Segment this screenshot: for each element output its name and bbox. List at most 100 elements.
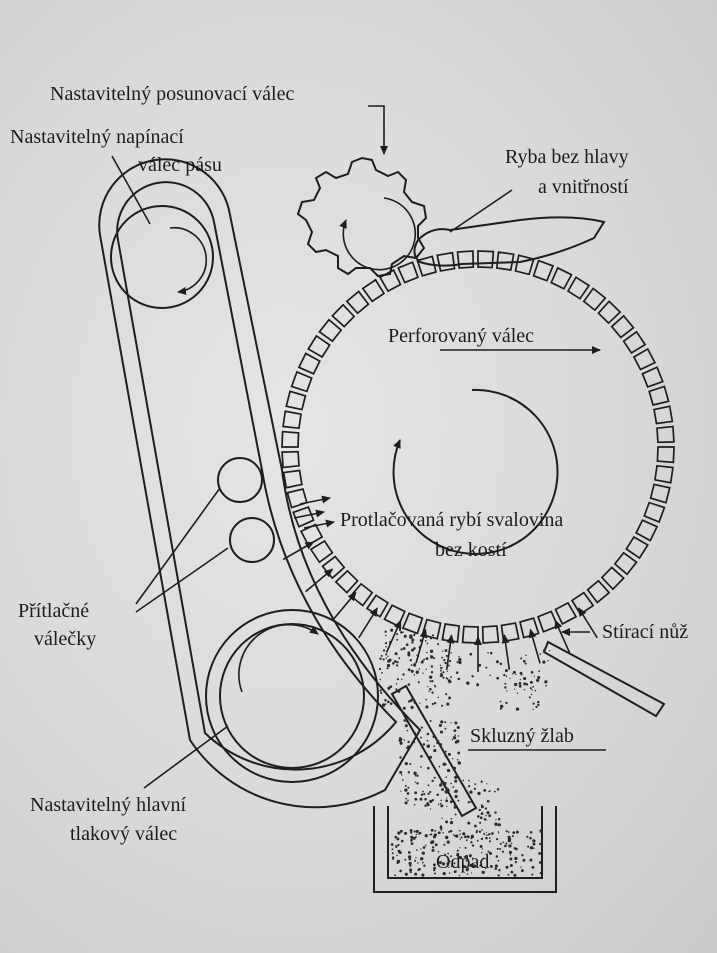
particle (406, 729, 409, 732)
extrusion-arrow (332, 591, 357, 620)
particle (421, 851, 425, 855)
particle (485, 819, 487, 821)
particle (394, 660, 397, 662)
particle (396, 678, 399, 681)
particle (407, 855, 412, 859)
particle (414, 859, 416, 862)
particle (454, 721, 458, 725)
particle (426, 732, 430, 736)
particle (396, 638, 399, 641)
particle (410, 669, 414, 673)
particle (442, 872, 446, 876)
particle (422, 660, 424, 662)
drum-cell (331, 303, 356, 328)
particle (436, 793, 439, 797)
particle (388, 658, 392, 662)
particle (379, 657, 382, 661)
particle (410, 831, 413, 834)
particle (505, 830, 508, 833)
particle (482, 857, 485, 860)
particle (444, 750, 447, 753)
particle (487, 850, 490, 853)
particle (413, 803, 416, 806)
extrusion-arrow (445, 634, 455, 670)
particle (476, 683, 479, 687)
particle (438, 765, 441, 768)
particle (387, 700, 390, 704)
particle (542, 660, 546, 664)
particle (480, 812, 484, 815)
particle (409, 762, 412, 766)
particle (534, 689, 537, 692)
particle (444, 755, 447, 758)
particle (485, 834, 488, 836)
particle (386, 663, 391, 668)
particle (485, 836, 488, 840)
particle (511, 673, 514, 675)
label-pressure-rollers-2: válečky (34, 628, 96, 650)
particle (494, 811, 497, 814)
particle (504, 844, 507, 848)
drum-cell (570, 591, 595, 616)
particle (543, 649, 545, 652)
particle (397, 843, 400, 847)
particle (396, 633, 399, 636)
particle (391, 856, 395, 859)
particle (456, 661, 459, 664)
drum-cell (345, 290, 370, 315)
particle (454, 779, 458, 783)
particle (398, 851, 402, 855)
particle (407, 799, 409, 802)
particle (549, 649, 551, 652)
label-waste: Odpad (436, 851, 489, 873)
particle (420, 766, 422, 768)
particle (407, 740, 410, 744)
particle (488, 851, 493, 855)
particle (441, 862, 446, 866)
particle (433, 776, 436, 779)
drum-cell (441, 623, 461, 643)
particle (441, 788, 444, 791)
particle (443, 781, 447, 786)
particle (411, 698, 413, 701)
drum-cell (281, 450, 300, 469)
particle (431, 634, 435, 637)
particle (466, 873, 469, 875)
particle (425, 657, 429, 661)
particle (449, 820, 454, 825)
particle (458, 855, 463, 860)
particle (535, 705, 538, 709)
particle (450, 830, 453, 833)
particle (407, 745, 410, 749)
pressure-rollers (217, 457, 275, 563)
particle (494, 867, 498, 870)
particle (452, 834, 454, 836)
particle (452, 786, 455, 788)
extrusion-arrow (282, 541, 315, 561)
drum-cell (495, 251, 515, 271)
particle (457, 761, 461, 765)
particle (395, 845, 398, 848)
particle (499, 707, 502, 710)
particle (441, 656, 444, 659)
particle (411, 648, 414, 652)
particle (438, 723, 442, 727)
particle (410, 705, 414, 709)
particle (399, 869, 402, 873)
particle (424, 844, 427, 847)
particle (532, 702, 535, 705)
particle (454, 740, 458, 744)
particle (497, 817, 501, 821)
particle (504, 682, 507, 685)
particle (456, 759, 459, 761)
drum-cell (500, 622, 520, 643)
particle (460, 836, 463, 839)
particle (429, 790, 432, 793)
particle (410, 842, 414, 845)
particle (485, 666, 488, 669)
particle (390, 628, 394, 632)
particle (491, 832, 494, 835)
particle (431, 656, 434, 659)
particle (486, 799, 490, 803)
extrusion-arrow (303, 519, 335, 529)
